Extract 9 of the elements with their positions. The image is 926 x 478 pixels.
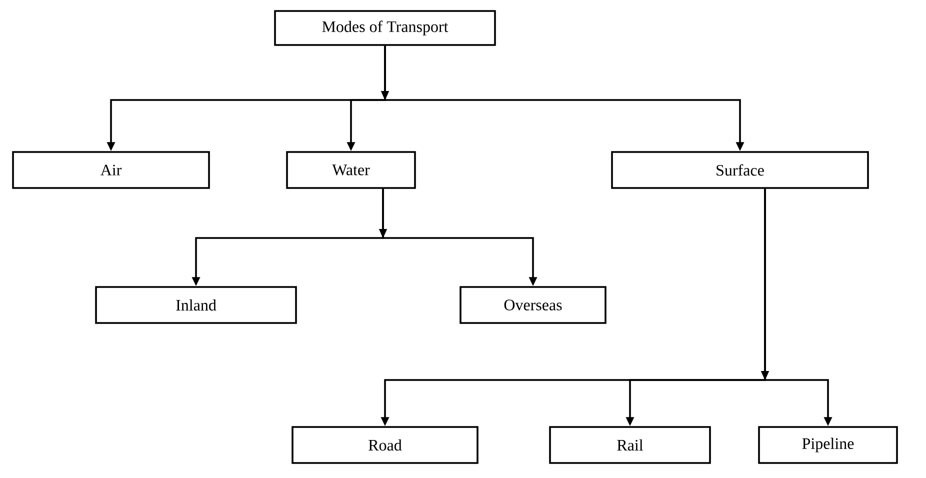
box: Overseas xyxy=(460,286,606,324)
box: Road xyxy=(292,426,478,464)
box: Surface xyxy=(611,151,869,189)
box: Air xyxy=(12,151,210,189)
box: Rail xyxy=(549,426,711,464)
box: Water xyxy=(286,151,416,189)
box: Pipeline xyxy=(758,426,898,464)
box: Inland xyxy=(95,286,297,324)
box: Modes of Transport xyxy=(274,10,496,46)
